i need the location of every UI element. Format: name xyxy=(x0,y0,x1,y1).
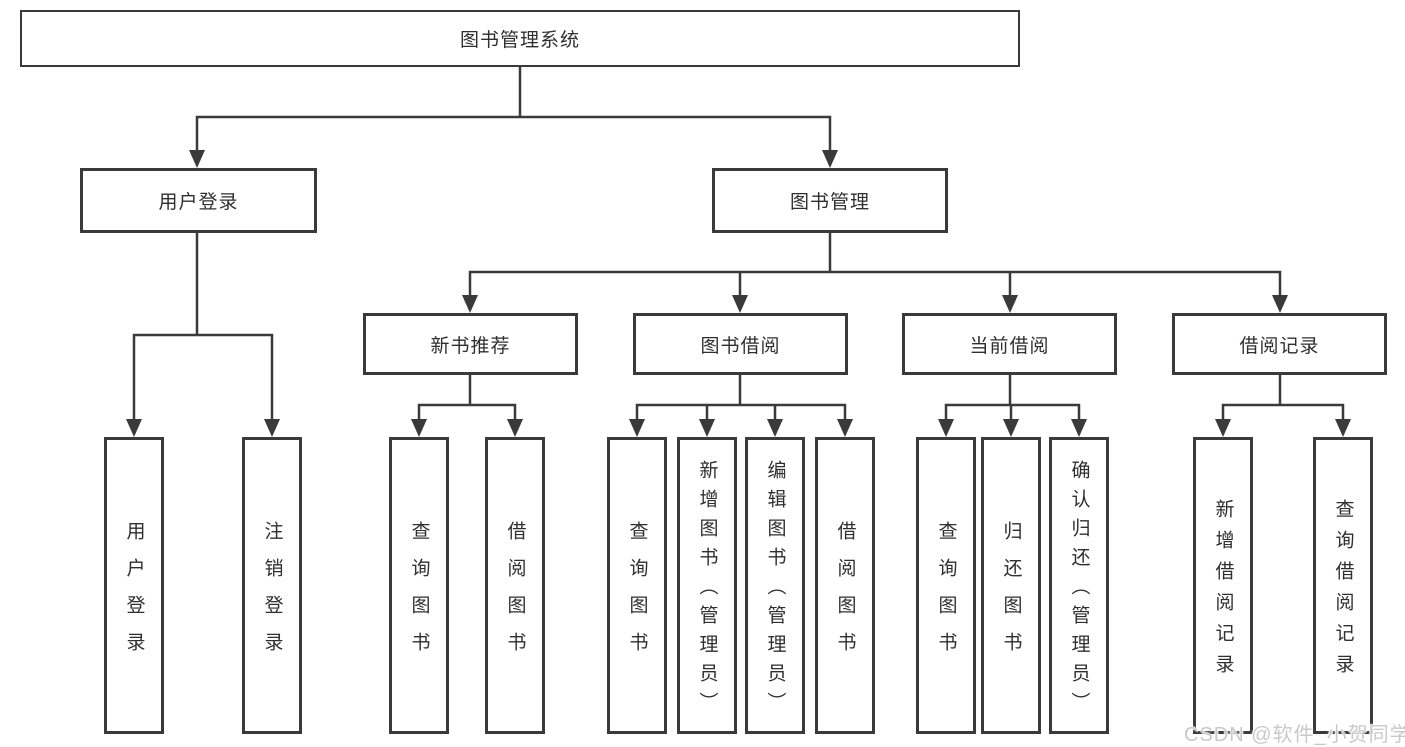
arrowheads xyxy=(126,150,1351,437)
node-label: 新增图书（管理员） xyxy=(696,460,718,721)
arrow-down-icon xyxy=(822,150,838,168)
node-label: 新书推荐 xyxy=(430,335,511,357)
node-label: 查询借阅记录 xyxy=(1332,498,1354,685)
node-label: 借阅图书 xyxy=(834,520,856,669)
node-borrow-records: 借阅记录 xyxy=(1172,313,1387,375)
arrow-down-icon xyxy=(126,419,142,437)
node-label: 查询图书 xyxy=(935,520,957,669)
leaf-query-books-1: 查询图书 xyxy=(389,437,449,734)
arrow-down-icon xyxy=(1003,419,1019,437)
node-label: 注销登录 xyxy=(261,520,283,669)
node-user-login-branch: 用户登录 xyxy=(80,168,317,233)
node-root: 图书管理系统 xyxy=(20,10,1020,67)
arrow-down-icon xyxy=(1071,419,1087,437)
arrow-down-icon xyxy=(1002,295,1018,313)
node-label: 借阅图书 xyxy=(504,520,526,669)
arrow-down-icon xyxy=(1272,295,1288,313)
node-label: 图书管理 xyxy=(789,192,870,213)
arrow-down-icon xyxy=(264,419,280,437)
node-label: 用户登录 xyxy=(123,520,145,669)
arrow-down-icon xyxy=(462,295,478,313)
node-label: 查询图书 xyxy=(408,520,430,669)
arrow-down-icon xyxy=(1215,419,1231,437)
node-book-management: 图书管理 xyxy=(712,168,948,233)
arrow-down-icon xyxy=(699,419,715,437)
arrow-down-icon xyxy=(629,419,645,437)
node-label: 当前借阅 xyxy=(969,335,1050,357)
arrow-down-icon xyxy=(1335,419,1351,437)
watermark: CSDN @软件_小贺同学 xyxy=(1184,724,1405,746)
leaf-query-borrow-record: 查询借阅记录 xyxy=(1313,437,1373,734)
leaf-query-books-2: 查询图书 xyxy=(607,437,667,734)
leaf-add-borrow-record: 新增借阅记录 xyxy=(1193,437,1253,734)
leaf-confirm-return-admin: 确认归还（管理员） xyxy=(1049,437,1109,734)
node-book-borrow: 图书借阅 xyxy=(633,313,848,375)
arrow-down-icon xyxy=(189,150,205,168)
leaf-add-book-admin: 新增图书（管理员） xyxy=(677,437,737,734)
node-new-book-recommend: 新书推荐 xyxy=(363,313,578,375)
arrow-down-icon xyxy=(507,419,523,437)
node-current-borrow: 当前借阅 xyxy=(902,313,1117,375)
leaf-return-books: 归还图书 xyxy=(981,437,1041,734)
leaf-borrow-books-2: 借阅图书 xyxy=(815,437,875,734)
node-label: 新增借阅记录 xyxy=(1212,498,1234,685)
node-label: 查询图书 xyxy=(626,520,648,669)
node-label: 用户登录 xyxy=(158,192,239,213)
node-label: 编辑图书（管理员） xyxy=(764,460,786,721)
leaf-edit-book-admin: 编辑图书（管理员） xyxy=(745,437,805,734)
arrow-down-icon xyxy=(837,419,853,437)
arrow-down-icon xyxy=(767,419,783,437)
leaf-logout: 注销登录 xyxy=(242,437,302,734)
node-label: 借阅记录 xyxy=(1239,335,1320,357)
node-label: 确认归还（管理员） xyxy=(1068,460,1090,721)
leaf-query-books-3: 查询图书 xyxy=(916,437,976,734)
node-label: 归还图书 xyxy=(1000,520,1022,669)
arrow-down-icon xyxy=(938,419,954,437)
node-label: 图书借阅 xyxy=(700,335,781,357)
arrow-down-icon xyxy=(411,419,427,437)
connector-path xyxy=(132,67,1345,419)
leaf-borrow-books-1: 借阅图书 xyxy=(485,437,545,734)
node-label: 图书管理系统 xyxy=(459,30,580,51)
arrow-down-icon xyxy=(732,295,748,313)
leaf-user-login: 用户登录 xyxy=(104,437,164,734)
